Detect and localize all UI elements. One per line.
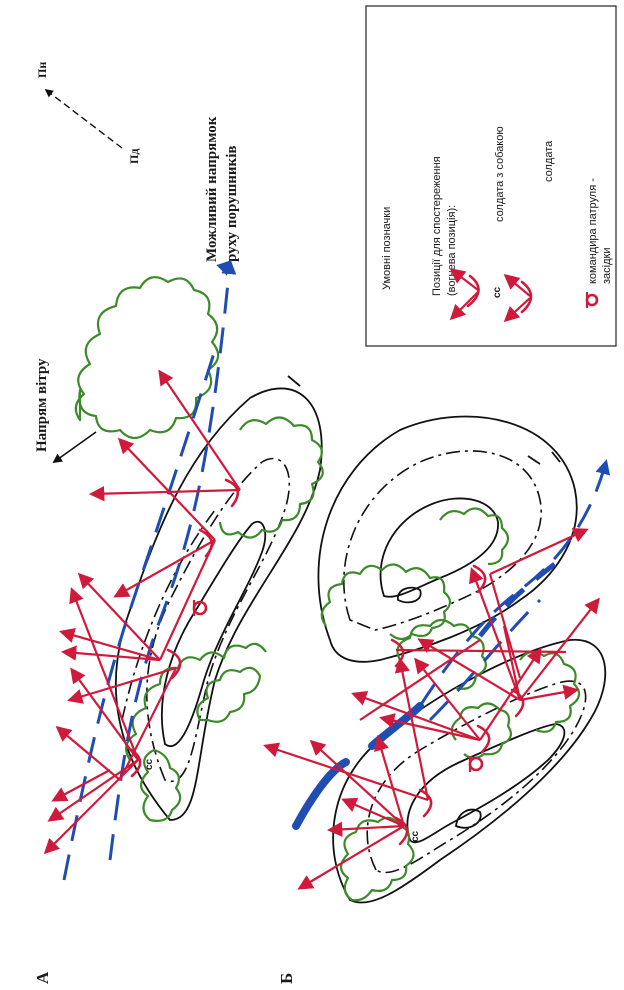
wind-direction-label: Напрям вітру xyxy=(34,358,50,452)
movement-path-b-thick xyxy=(292,758,350,830)
contour-a-outer xyxy=(115,387,323,821)
movement-path-b-main xyxy=(418,459,611,707)
movement-direction-label-line2: руху порушників xyxy=(224,146,240,262)
scheme-b: сс xyxy=(263,415,611,904)
legend-frame xyxy=(365,5,617,347)
legend-patrol-commander-line1: командира патруля - xyxy=(587,178,599,284)
contour-b-upper-inner xyxy=(379,497,499,598)
legend-observation-line1: Позиції для спостереження xyxy=(431,156,443,296)
wind-direction-arrow xyxy=(52,431,97,464)
observation-lines-a xyxy=(43,369,241,855)
legend-soldier-dog-symbol: сс xyxy=(449,268,503,321)
legend-soldier: солдата xyxy=(543,140,555,182)
legend: Умовні позначки Позиції для спостереженн… xyxy=(365,5,617,347)
compass: Пн Пд xyxy=(35,62,141,164)
soldier-marker-a3 xyxy=(166,648,182,680)
soldier-dog-marker-b: сс xyxy=(394,816,421,846)
commander-marker-a xyxy=(192,600,208,616)
vegetation-a-ridge-bottom xyxy=(139,748,182,822)
legend-title: Умовні позначки xyxy=(381,207,393,290)
commander-marker-b xyxy=(468,756,484,772)
contour-b-upper-core xyxy=(397,586,422,604)
legend-patrol-commander-line2: засідки xyxy=(601,248,613,284)
legend-soldier-with-dog: солдата з собакою xyxy=(494,126,506,222)
vegetation-b-upper xyxy=(320,563,452,641)
contour-b-lower-mid xyxy=(366,680,587,874)
contour-b-lower-inner xyxy=(406,723,566,844)
scheme-a: сс xyxy=(43,259,324,881)
contour-b-tick xyxy=(527,451,561,465)
vegetation-a-ridge-right xyxy=(218,416,324,539)
contour-a-tick xyxy=(287,375,301,387)
section-a-label: А xyxy=(33,971,52,984)
vegetation-a-ridge-mid xyxy=(196,666,262,723)
soldier-marker-b3 xyxy=(476,724,491,754)
movement-path-b-lower xyxy=(428,598,542,722)
soldier-marker-a1 xyxy=(224,478,240,508)
movement-path-b-dash xyxy=(478,558,562,638)
contour-b-lower-outer xyxy=(332,639,607,904)
vegetation-b-lower-right xyxy=(519,650,581,733)
legend-soldier-symbol xyxy=(503,274,533,323)
contour-a-inner xyxy=(160,521,267,747)
soldier-marker-b4 xyxy=(510,688,525,718)
section-b-label: Б xyxy=(277,973,296,984)
compass-north-label: Пн xyxy=(35,62,49,78)
observation-lines-b xyxy=(263,528,600,890)
soldier-marker-b5 xyxy=(418,788,433,818)
vegetation-b-upper-right xyxy=(439,507,510,566)
legend-observation-line2: (вогнева позиція): xyxy=(446,205,458,296)
soldier-marker-a2 xyxy=(198,528,214,558)
contour-b-upper-outer xyxy=(317,415,578,663)
legend-dog-code: сс xyxy=(492,286,503,298)
soldier-marker-b1 xyxy=(472,564,487,594)
movement-path-a-tip xyxy=(216,259,233,276)
soldier-marker-b2 xyxy=(390,638,405,668)
vegetation-b-lower-left xyxy=(339,816,415,902)
contour-a-middle xyxy=(146,457,291,783)
dog-code-b: сс xyxy=(410,830,421,842)
dog-code-a: сс xyxy=(144,758,155,770)
legend-commander-symbol xyxy=(585,292,599,308)
contour-b-lower-core xyxy=(455,808,482,829)
compass-south-label: Пд xyxy=(127,149,141,164)
vegetation-a-cloud xyxy=(74,276,220,440)
vegetation-b-lower-mid xyxy=(450,702,512,760)
movement-direction-label-line1: Можливий напрямок xyxy=(204,116,220,262)
soldier-dog-marker-a: сс xyxy=(126,746,155,778)
contour-a-dash-left xyxy=(121,509,216,721)
contour-b-upper-mid xyxy=(343,450,542,631)
